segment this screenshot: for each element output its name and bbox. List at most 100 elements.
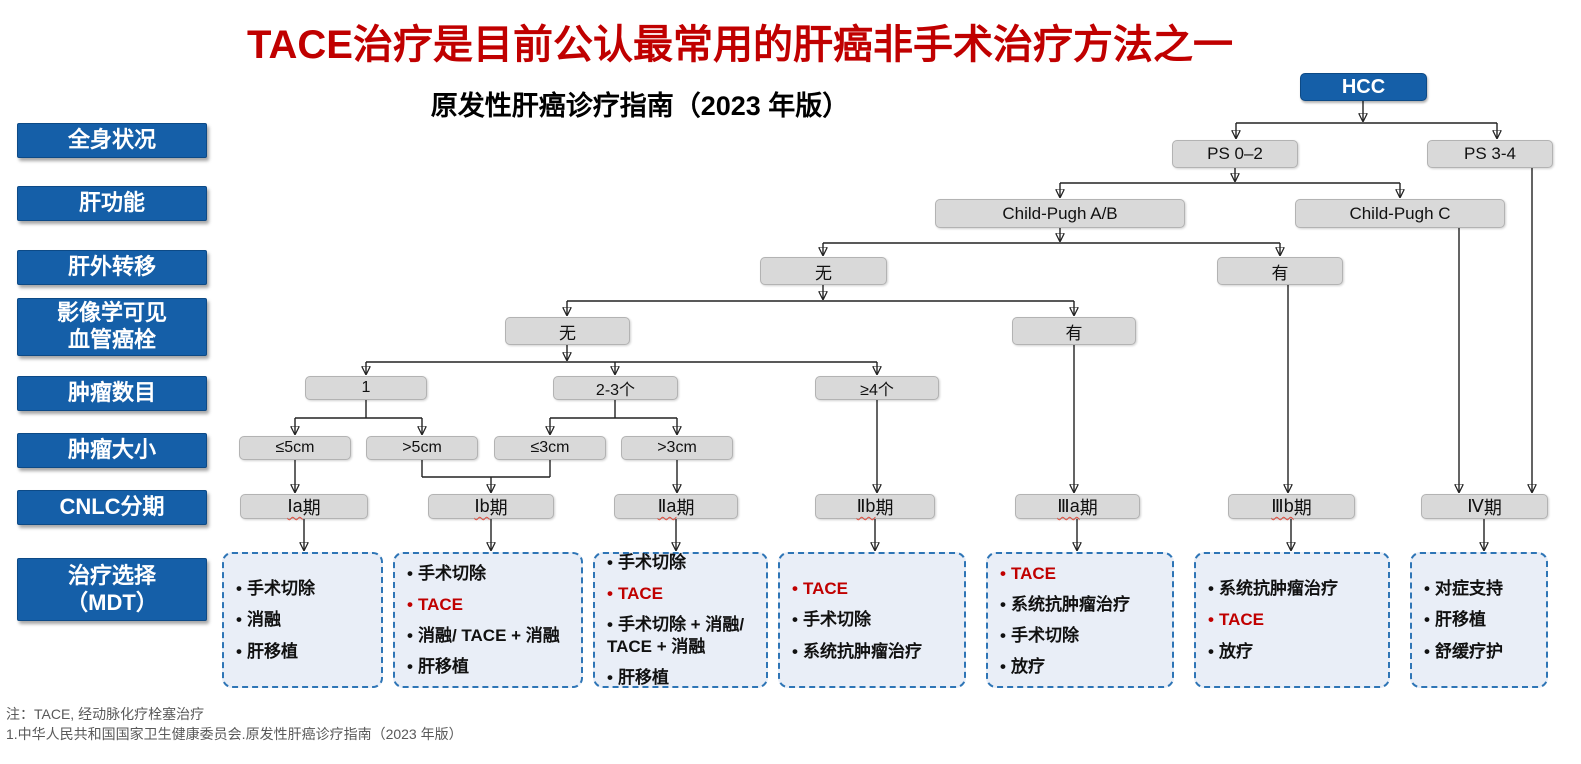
- bullet: •: [1208, 641, 1214, 661]
- node-tumor-count-2-3: 2-3个: [553, 376, 678, 400]
- node-size-le5cm: ≤5cm: [239, 436, 351, 460]
- stage-suffix: 期: [489, 497, 508, 518]
- treatment-item: •手术切除: [407, 563, 486, 583]
- page-subtitle: 原发性肝癌诊疗指南（2023 年版）: [430, 91, 850, 121]
- sidebar-item-treatment-selection: 治疗选择 （MDT）: [17, 558, 207, 621]
- page-title: TACE治疗是目前公认最常用的肝癌非手术治疗方法之一: [247, 23, 1233, 67]
- treatment-box-1b: •手术切除 •TACE •消融/ TACE + 消融 •肝移植: [393, 552, 583, 688]
- sidebar-item-extrahepatic-metastasis: 肝外转移: [17, 250, 207, 285]
- node-child-pugh-ab: Child-Pugh A/B: [935, 199, 1185, 228]
- stage-prefix: Ⅲa: [1057, 496, 1080, 516]
- bullet: •: [407, 563, 413, 583]
- stage-suffix: 期: [1293, 497, 1312, 518]
- stage-suffix: 期: [1483, 497, 1502, 518]
- sidebar-item-tumor-number: 肿瘤数目: [17, 376, 207, 411]
- bullet: •: [407, 626, 413, 645]
- stage-prefix: Ⅲb: [1271, 496, 1294, 516]
- bullet: •: [607, 584, 613, 604]
- treatment-item: •手术切除: [1000, 626, 1079, 645]
- node-tumor-count-ge4: ≥4个: [815, 376, 939, 400]
- bullet: •: [1000, 626, 1006, 645]
- sidebar-item-liver-function: 肝功能: [17, 186, 207, 221]
- footnote-abbreviation: 注：TACE, 经动脉化疗栓塞治疗: [6, 706, 205, 722]
- bullet: •: [1000, 563, 1006, 583]
- node-size-gt3cm: >3cm: [621, 436, 733, 460]
- bullet: •: [607, 667, 613, 687]
- bullet: •: [792, 610, 798, 630]
- treatment-item: •系统抗肿瘤治疗: [1000, 594, 1130, 614]
- node-ps-3-4: PS 3-4: [1427, 140, 1553, 168]
- bullet: •: [1424, 641, 1430, 661]
- bullet: •: [236, 610, 242, 630]
- sidebar-item-cnlc-stage: CNLC分期: [17, 490, 207, 525]
- treatment-box-2a: •手术切除 •TACE •手术切除 + 消融/ TACE + 消融 •肝移植: [593, 552, 768, 688]
- bullet: •: [407, 594, 413, 614]
- treatment-item: •系统抗肿瘤治疗: [792, 641, 922, 661]
- bullet: •: [1424, 610, 1430, 630]
- node-hcc: HCC: [1300, 73, 1427, 101]
- bullet: •: [236, 641, 242, 661]
- treatment-item: •肝移植: [1424, 610, 1486, 630]
- treatment-item: •TACE: [792, 579, 848, 599]
- stage-prefix: Ⅰb: [474, 496, 490, 516]
- treatment-item: •放疗: [1000, 657, 1045, 677]
- bullet: •: [607, 615, 613, 635]
- node-size-le3cm: ≤3cm: [494, 436, 606, 460]
- stage-prefix: Ⅱa: [657, 496, 677, 516]
- stage-suffix: 期: [875, 497, 894, 518]
- sidebar-item-tumor-size: 肿瘤大小: [17, 433, 207, 468]
- treatment-item: •肝移植: [607, 667, 669, 687]
- stage-prefix: Ⅱb: [856, 496, 876, 516]
- node-ps-0-2: PS 0–2: [1172, 140, 1298, 168]
- bullet: •: [792, 579, 798, 599]
- treatment-item: •消融/ TACE + 消融: [407, 626, 560, 645]
- node-child-pugh-c: Child-Pugh C: [1295, 199, 1505, 228]
- node-tumor-count-1: 1: [305, 376, 427, 400]
- treatment-item: •肝移植: [407, 657, 469, 677]
- treatment-item: •肝移植: [236, 641, 298, 661]
- bullet: •: [1424, 579, 1430, 599]
- bullet: •: [1000, 594, 1006, 614]
- stage-suffix: 期: [302, 497, 321, 518]
- bullet: •: [607, 552, 613, 572]
- footnote-reference: 1.中华人民共和国国家卫生健康委员会.原发性肝癌诊疗指南（2023 年版）: [6, 726, 463, 742]
- treatment-item: •舒缓疗护: [1424, 641, 1503, 661]
- node-vascular-invasion-present: 有: [1012, 317, 1136, 345]
- node-metastasis-none: 无: [760, 257, 887, 285]
- sidebar-item-general-condition: 全身状况: [17, 123, 207, 158]
- stage-prefix: Ⅰa: [287, 496, 303, 516]
- stage-prefix: Ⅳ: [1467, 496, 1484, 516]
- treatment-item: •放疗: [1208, 641, 1253, 661]
- treatment-item: •系统抗肿瘤治疗: [1208, 579, 1338, 599]
- treatment-item: •消融: [236, 610, 281, 630]
- treatment-box-3a: •TACE •系统抗肿瘤治疗 •手术切除 •放疗: [986, 552, 1174, 688]
- bullet: •: [1000, 657, 1006, 677]
- treatment-box-4: •对症支持 •肝移植 •舒缓疗护: [1410, 552, 1548, 688]
- treatment-item: •手术切除: [607, 552, 686, 572]
- bullet: •: [1208, 579, 1214, 599]
- treatment-item: •手术切除: [792, 610, 871, 630]
- treatment-box-3b: •系统抗肿瘤治疗 •TACE •放疗: [1194, 552, 1390, 688]
- node-vascular-invasion-none: 无: [505, 317, 630, 345]
- bullet: •: [1208, 610, 1214, 630]
- node-size-gt5cm: >5cm: [366, 436, 478, 460]
- treatment-item: •TACE: [407, 594, 463, 614]
- stage-suffix: 期: [676, 497, 695, 518]
- stage-suffix: 期: [1079, 497, 1098, 518]
- treatment-item: •手术切除: [236, 579, 315, 599]
- treatment-item: •TACE: [1000, 563, 1056, 583]
- bullet: •: [236, 579, 242, 599]
- treatment-item: •对症支持: [1424, 579, 1503, 599]
- treatment-item: •TACE: [607, 584, 663, 604]
- bullet: •: [792, 641, 798, 661]
- treatment-box-1a: •手术切除 •消融 •肝移植: [222, 552, 383, 688]
- treatment-item: •TACE: [1208, 610, 1264, 630]
- treatment-box-2b: •TACE •手术切除 •系统抗肿瘤治疗: [778, 552, 966, 688]
